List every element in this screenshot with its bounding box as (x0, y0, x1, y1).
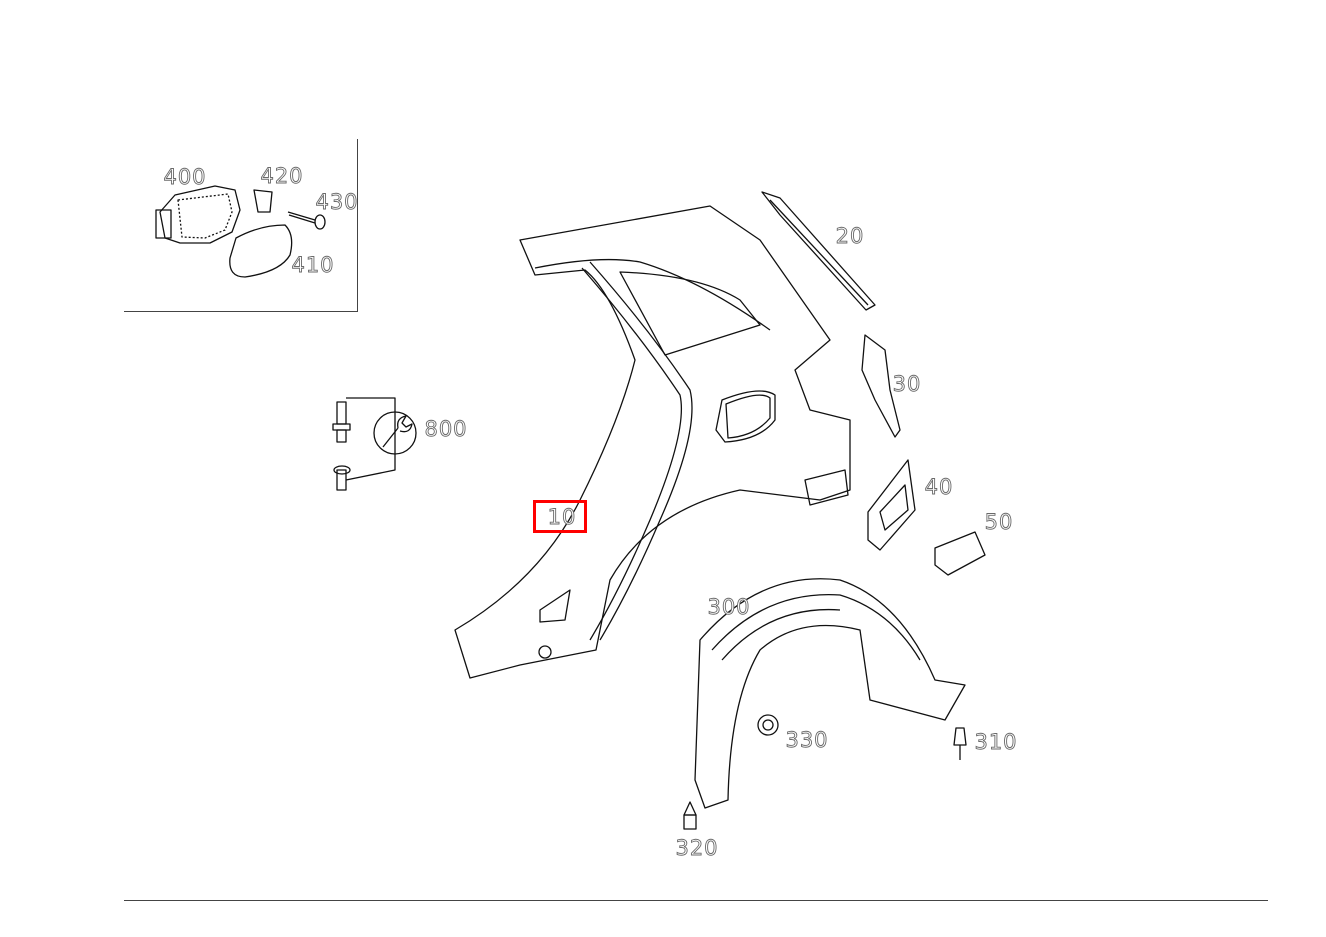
part-50-housing (934, 531, 986, 576)
label-20[interactable]: 20 (835, 224, 865, 248)
label-320[interactable]: 320 (675, 836, 719, 860)
label-310[interactable]: 310 (974, 730, 1018, 754)
label-800[interactable]: 800 (424, 417, 468, 441)
part-300-wheel-liner (694, 578, 966, 809)
part-410-fuel-door (229, 224, 293, 278)
part-420-clip (253, 189, 273, 213)
label-420[interactable]: 420 (260, 164, 304, 188)
label-50[interactable]: 50 (984, 510, 1014, 534)
label-300[interactable]: 300 (707, 595, 751, 619)
part-400-fuel-filler-housing (155, 185, 241, 244)
part-40-bracket (867, 459, 916, 551)
inset-border-right (357, 139, 358, 311)
part-310-clip (953, 727, 967, 760)
label-30[interactable]: 30 (892, 372, 922, 396)
part-800-bolts (332, 397, 417, 491)
part-330-grommet (757, 714, 779, 736)
label-40[interactable]: 40 (924, 475, 954, 499)
inset-border-bottom (124, 311, 358, 312)
label-410[interactable]: 410 (291, 253, 335, 277)
highlight-box-part-10 (533, 500, 587, 533)
label-330[interactable]: 330 (785, 728, 829, 752)
label-400[interactable]: 400 (163, 165, 207, 189)
page-footer-rule (124, 900, 1268, 901)
label-430[interactable]: 430 (315, 190, 359, 214)
part-320-screw (683, 801, 697, 830)
part-430-pin (287, 211, 326, 230)
part-30-bracket (861, 334, 901, 438)
part-10-side-panel (454, 205, 851, 679)
wrench-icon (382, 415, 413, 448)
label-10[interactable]: 10 (547, 505, 577, 529)
part-20-strip (761, 191, 876, 311)
